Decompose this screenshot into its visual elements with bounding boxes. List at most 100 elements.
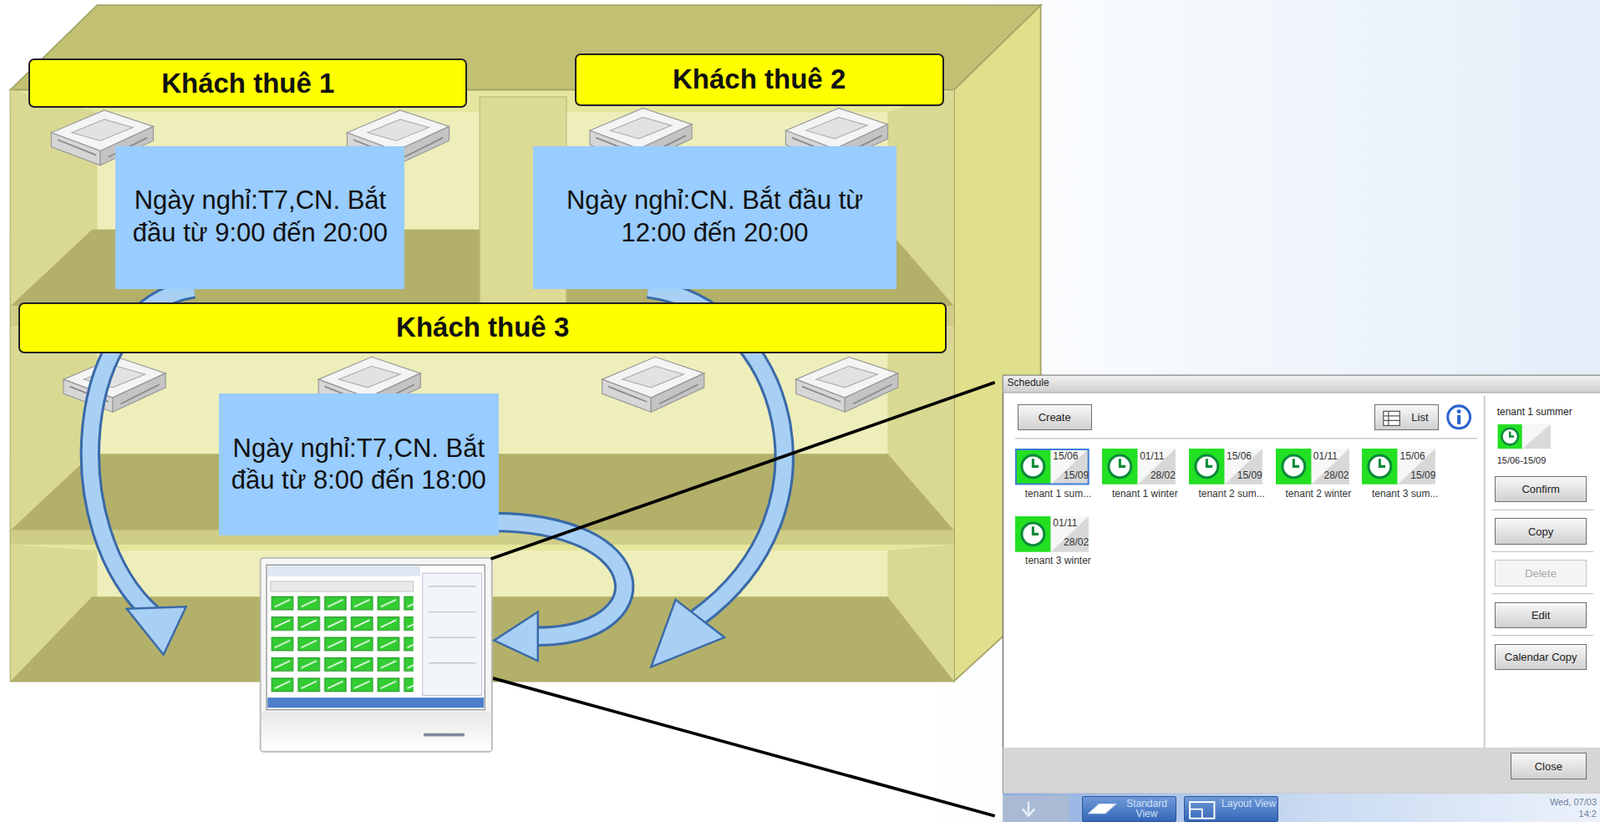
panel-text: 15/06-15/09	[1497, 455, 1547, 466]
clock-bg	[1275, 448, 1312, 485]
button-text: Close	[1534, 760, 1563, 773]
screen-button: Copy	[1494, 518, 1587, 545]
taskbar-button: Standard View	[1081, 796, 1178, 822]
button-text: Confirm	[1521, 482, 1560, 496]
view-name: Layout View	[1221, 798, 1277, 810]
period-bg	[1051, 516, 1089, 553]
period-bg	[1397, 448, 1436, 485]
schedule-name: tenant 1 sum...	[1015, 487, 1102, 500]
schedule-tile: 15/06 15/09 tenant 1 sum...	[1015, 448, 1102, 504]
button-text: List	[1385, 411, 1429, 424]
clock-hands	[1033, 526, 1040, 534]
schedule-name: tenant 1 winter	[1102, 487, 1189, 500]
clock-text: 14:2	[1579, 808, 1597, 819]
end-date: 15/09	[1237, 469, 1263, 482]
selection-frame	[1015, 449, 1089, 485]
clock-bg	[1015, 516, 1052, 553]
start-date: 15/06	[1052, 450, 1078, 463]
start-date: 15/06	[1400, 450, 1426, 463]
schedule-name: tenant 3 winter	[1015, 554, 1102, 567]
clock-face	[1021, 455, 1045, 478]
screen-button: Confirm	[1494, 476, 1587, 503]
end-date: 15/09	[1063, 469, 1089, 482]
period-bg	[1051, 448, 1089, 485]
clock-bg	[1015, 448, 1052, 485]
button-text: Copy	[1528, 525, 1554, 539]
clock-bg	[1361, 448, 1398, 485]
clock-hands	[1033, 459, 1040, 468]
schedule-note: Ngày nghỉ:CN. Bắt đầu từ 12:00 đến 20:00	[533, 146, 897, 290]
clock-face	[1021, 523, 1045, 546]
window-title: Schedule	[1007, 376, 1050, 389]
standard-icon	[1088, 803, 1116, 813]
tenant-name: Khách thuê 1	[161, 67, 335, 100]
clock-text: Wed, 07/03	[1549, 797, 1597, 808]
end-date: 15/09	[1410, 469, 1436, 482]
tenant-name: Khách thuê 3	[396, 311, 569, 344]
screen-button: Edit	[1494, 602, 1587, 630]
end-date: 28/02	[1324, 469, 1350, 482]
schedule-tile: 15/06 15/09 tenant 3 sum...	[1361, 448, 1448, 504]
button-text: Create	[1038, 411, 1072, 424]
panel-text: tenant 1 summer	[1497, 406, 1573, 418]
period-shade	[1224, 448, 1263, 485]
clock-face	[1368, 455, 1392, 478]
clock-hands	[1206, 459, 1213, 468]
taskbar-button: Layout View	[1183, 796, 1280, 822]
list-icon-rows	[1383, 411, 1401, 426]
period-shade	[1397, 448, 1436, 485]
tenant-label: Khách thuê 2	[574, 53, 945, 107]
clock-hands	[1293, 459, 1300, 468]
period-shade	[1051, 448, 1089, 485]
schedule-name: tenant 3 sum...	[1361, 487, 1448, 500]
button-text: Edit	[1531, 609, 1550, 622]
period-bg	[1310, 448, 1349, 485]
view-name: Standard View	[1119, 798, 1175, 820]
schedule-name: tenant 2 winter	[1275, 487, 1362, 500]
list-icon	[1375, 405, 1440, 432]
clock-face	[1282, 455, 1306, 478]
tenant-label: Khách thuê 3	[18, 302, 947, 354]
period-shade	[1051, 516, 1089, 553]
start-date: 01/11	[1139, 450, 1164, 463]
schedule-tile: 15/06 15/09 tenant 2 sum...	[1188, 448, 1275, 504]
clock-hands	[1119, 459, 1126, 468]
period-bg	[1224, 448, 1263, 485]
screen-button: Create	[1017, 404, 1093, 432]
clock-face	[1108, 455, 1132, 478]
screen-button: Close	[1510, 752, 1588, 780]
schedule-tile: 01/11 28/02 tenant 2 winter	[1275, 448, 1362, 504]
layout-icon-lines	[1189, 808, 1203, 818]
start-date: 01/11	[1052, 517, 1077, 529]
list-icon	[1383, 411, 1401, 426]
clock-hands	[1380, 459, 1387, 468]
period-shade	[1310, 448, 1349, 485]
button-text: Calendar Copy	[1504, 650, 1578, 664]
schedule-note: Ngày nghỉ:T7,CN. Bắt đầu từ 9:00 đến 20:…	[115, 146, 405, 290]
screen-button: Calendar Copy	[1494, 644, 1587, 671]
layout-icon	[1189, 802, 1214, 819]
button-text: Delete	[1524, 567, 1557, 580]
start-date: 01/11	[1313, 450, 1338, 463]
note-text: Ngày nghỉ:CN. Bắt đầu từ 12:00 đến 20:00	[541, 184, 889, 250]
period-bg	[1137, 448, 1176, 485]
tenant-label: Khách thuê 1	[28, 58, 468, 109]
end-date: 28/02	[1063, 536, 1089, 549]
note-text: Ngày nghỉ:T7,CN. Bắt đầu từ 9:00 đến 20:…	[123, 184, 397, 250]
list-button: List	[1374, 404, 1439, 432]
note-text: Ngày nghỉ:T7,CN. Bắt đầu từ 8:00 đến 18:…	[227, 432, 491, 498]
end-date: 28/02	[1150, 469, 1176, 482]
tenant-name: Khách thuê 2	[672, 63, 846, 96]
clock-bg	[1102, 448, 1138, 485]
start-date: 15/06	[1226, 450, 1252, 463]
schedule-tile: 01/11 28/02 tenant 3 winter	[1015, 516, 1102, 572]
schedule-name: tenant 2 sum...	[1188, 487, 1275, 500]
period-shade	[1137, 448, 1176, 485]
clock-face	[1195, 455, 1219, 478]
schedule-window: ScheduleCreate List 15/06 15/09 tenant 1 sum…	[1003, 375, 1600, 794]
schedule-tile: 01/11 28/02 tenant 1 winter	[1102, 448, 1189, 504]
schedule-note: Ngày nghỉ:T7,CN. Bắt đầu từ 8:00 đến 18:…	[218, 393, 499, 536]
screen-button: Delete	[1494, 559, 1587, 587]
clock-bg	[1188, 448, 1225, 485]
